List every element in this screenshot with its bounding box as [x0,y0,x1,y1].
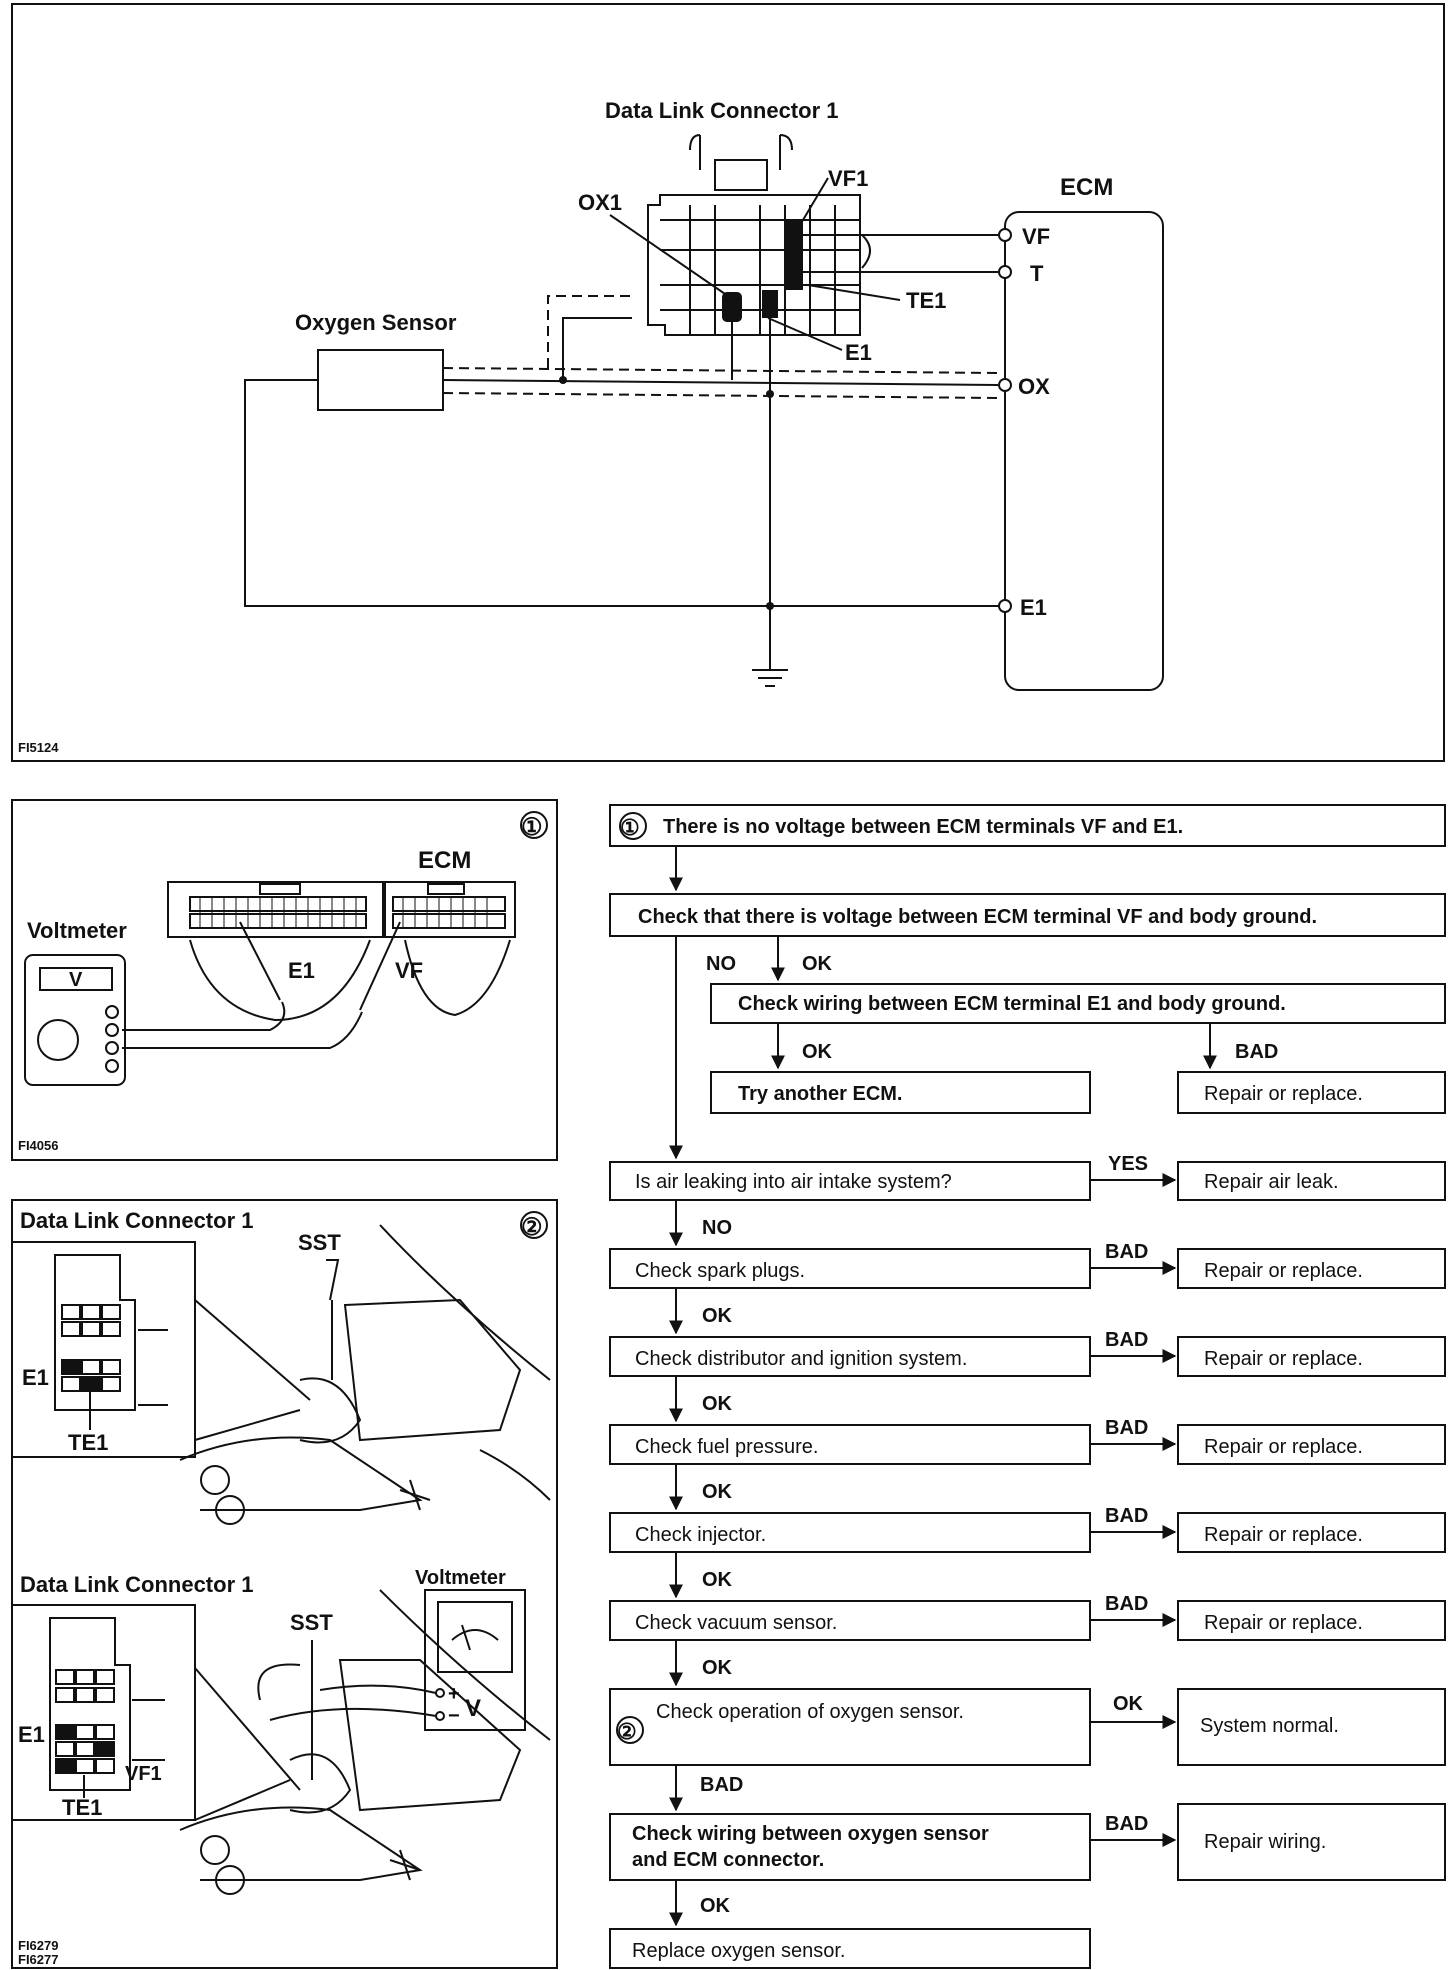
flow-check-wiring-line1: Check wiring between oxygen sensor [632,1823,989,1845]
panel-2-bottom-e1: E1 [18,1722,45,1747]
flow-check-e1-ground: Check wiring between ECM terminal E1 and… [738,993,1286,1015]
flow-replace-o2: Replace oxygen sensor. [632,1940,845,1962]
flow-ok-label: OK [802,953,833,975]
ecm-box [1004,211,1164,691]
probe-vf-label: VF [395,958,423,983]
flow-bad-label-2: BAD [1235,1041,1278,1063]
ecm-terminal-e1: E1 [1020,595,1047,620]
flow-start-number: ① [620,815,640,840]
flow-no-label: NO [706,953,736,975]
flow-step-branch: BAD [1105,1417,1148,1439]
flow-ok-label-2: OK [802,1041,833,1063]
flow-try-ecm: Try another ECM. [738,1083,902,1105]
panel-1-ecm-label: ECM [418,847,471,874]
flow-repair-replace-1: Repair or replace. [1204,1083,1363,1105]
flow-step-next: OK [702,1305,733,1327]
dlc-title: Data Link Connector 1 [605,98,838,123]
flow-step-branch: BAD [1105,1593,1148,1615]
voltmeter-face: V [69,969,83,991]
voltmeter-device [24,954,126,1086]
flow-step-branch: BAD [1105,1329,1148,1351]
panel-2-oxygen-sensor-test: ② Data Link Connector 1 E1 TE1 SST [11,1199,558,1969]
ecm-terminal-t: T [1030,261,1044,286]
oxygen-sensor-box [317,349,444,411]
oxygen-sensor-label: Oxygen Sensor [295,310,457,335]
panel-2-bottom-dlc-label: Data Link Connector 1 [20,1572,253,1597]
flow-air-leak-question: Is air leaking into air intake system? [635,1171,952,1193]
flow-check-o2: Check operation of oxygen sensor. [656,1701,964,1723]
flow-step-check: Check distributor and ignition system. [635,1348,967,1370]
meter-minus: − [448,1705,460,1727]
panel-2-number: ② [521,1214,543,1241]
flow-step-result: Repair or replace. [1204,1348,1363,1370]
te1-label: TE1 [906,288,946,313]
flow-check-wiring-line2: and ECM connector. [632,1849,824,1871]
flow-o2-bad: BAD [700,1774,743,1796]
flow-check-vf-ground: Check that there is voltage between ECM … [638,906,1317,928]
meter-plus: + [448,1683,460,1705]
flow-step-result: Repair or replace. [1204,1612,1363,1634]
panel-1-voltmeter-test: ① ECM Voltmeter [11,799,558,1161]
panel-2-bottom-sst: SST [290,1610,333,1635]
flow-step-next: OK [702,1569,733,1591]
vf1-label: VF1 [828,166,868,191]
wiring-diagram: Data Link Connector 1 OX1 VF1 TE1 E1 [11,3,1445,762]
flow-repair-air-leak: Repair air leak. [1204,1171,1339,1193]
ecm-label: ECM [1060,174,1113,201]
ox1-pin [722,292,742,322]
panel-2-top-dlc-label: Data Link Connector 1 [20,1208,253,1233]
flow-step-next: OK [702,1393,733,1415]
flow-o2-number: ② [617,1719,637,1744]
panel-1-voltmeter-label: Voltmeter [27,918,127,943]
panel-2-voltmeter [424,1589,526,1731]
vf1-te1-pins [785,220,803,290]
flow-yes-label: YES [1108,1153,1148,1175]
ox1-label: OX1 [578,190,622,215]
panel-2-figure-code-1: FI6279 [18,1938,58,1953]
probe-e1-label: E1 [288,958,315,983]
panel-2-top-te1: TE1 [68,1430,108,1455]
troubleshooting-flowchart: ① There is no voltage between ECM termin… [609,804,1446,1969]
e1-pin [762,290,778,318]
flow-start: There is no voltage between ECM terminal… [663,816,1183,838]
flow-step-branch: BAD [1105,1505,1148,1527]
panel-2-voltmeter-label: Voltmeter [415,1567,506,1589]
panel-2-top-sst: SST [298,1230,341,1255]
wiring-frame [11,3,1445,762]
flow-wiring-ok: OK [700,1895,731,1917]
ecm-terminal-ox: OX [1018,374,1050,399]
panel-2-bottom-te1: TE1 [62,1795,102,1820]
flow-system-normal: System normal. [1200,1715,1339,1737]
flow-step-branch: BAD [1105,1241,1148,1263]
flow-o2-ok: OK [1113,1693,1144,1715]
flow-step-result: Repair or replace. [1204,1260,1363,1282]
panel-2-top-e1: E1 [22,1365,49,1390]
flow-no-label-2: NO [702,1217,732,1239]
panel-1-number: ① [521,814,543,841]
flow-step-result: Repair or replace. [1204,1436,1363,1458]
flow-step-check: Check vacuum sensor. [635,1612,837,1634]
panel-2-figure-code-2: FI6277 [18,1952,58,1967]
e1-dlc-label: E1 [845,340,872,365]
flow-step-next: OK [702,1657,733,1679]
panel-2-bottom-vf1: VF1 [125,1763,162,1785]
flow-wiring-bad: BAD [1105,1813,1148,1835]
flow-step-check: Check spark plugs. [635,1260,805,1282]
wiring-figure-code: FI5124 [18,740,59,755]
ecm-terminal-vf: VF [1022,224,1050,249]
flow-repair-wiring: Repair wiring. [1204,1831,1326,1853]
flow-step-check: Check injector. [635,1524,766,1546]
panel-1-figure-code: FI4056 [18,1138,58,1153]
flow-step-next: OK [702,1481,733,1503]
flow-step-result: Repair or replace. [1204,1524,1363,1546]
flow-step-check: Check fuel pressure. [635,1436,818,1458]
